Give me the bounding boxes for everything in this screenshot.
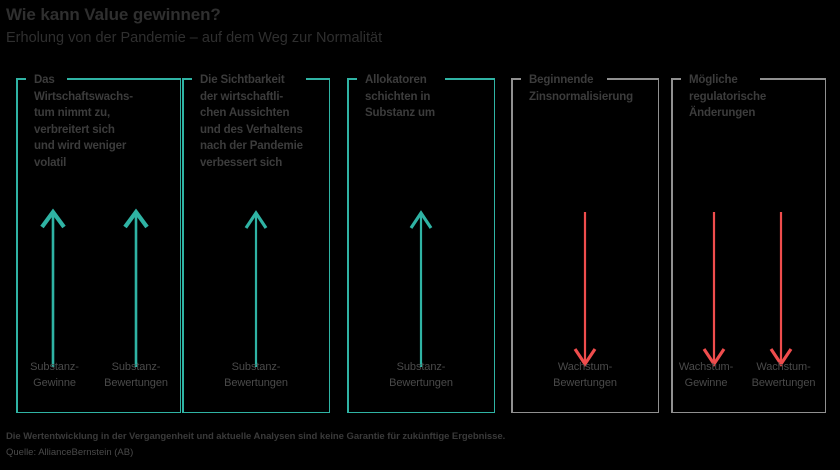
panel-frame-right — [179, 78, 181, 413]
panel-label: Substanz- Bewertungen — [224, 361, 288, 389]
panel-frame-top-stub — [347, 78, 357, 80]
panel-label: Wachstum- Gewinne — [678, 361, 734, 389]
panel-frame-top-rest — [306, 78, 330, 80]
panel-regulatorisch: Mögliche regulatorische Änderungen Wachs… — [671, 72, 826, 413]
panel-frame-bottom — [511, 411, 659, 413]
panel-label: Wachstum- Bewertungen — [553, 361, 617, 389]
panel-labels: Substanz- Gewinne Substanz- Bewertungen — [16, 360, 181, 391]
panel-frame-top-stub — [511, 78, 521, 80]
panel-frame-top-rest — [607, 78, 659, 80]
source-text: Quelle: AllianceBernstein (AB) — [6, 447, 134, 458]
panel-heading-first-word: Das — [34, 74, 59, 86]
panel-heading-body: regulatorische Änderungen — [689, 90, 767, 120]
panel-heading: Beginnende Zinsnormalisierung — [529, 72, 651, 105]
arrow-down-red-1 — [699, 212, 729, 367]
panel-heading-body: der wirtschaftli- chen Aussichten und de… — [200, 90, 303, 169]
panel-label: Wachstum- Bewertungen — [751, 361, 816, 389]
arrow-up-teal-1 — [406, 210, 436, 367]
panel-labels: Wachstum- Gewinne Wachstum- Bewertungen — [671, 360, 826, 391]
panel-row: Das Wirtschaftswachs- tum nimmt zu, verb… — [0, 72, 840, 413]
panel-frame-top-rest — [67, 78, 181, 80]
panel-heading: Mögliche regulatorische Änderungen — [689, 72, 818, 122]
panel-frame-top-stub — [16, 78, 26, 80]
arrow-up-teal-1 — [38, 208, 68, 367]
panel-wirtschaftswachstum: Das Wirtschaftswachs- tum nimmt zu, verb… — [16, 72, 181, 413]
panel-heading: Die Sichtbarkeit der wirtschaftli- chen … — [200, 72, 322, 171]
page-subtitle: Erholung von der Pandemie – auf dem Weg … — [6, 30, 383, 46]
disclaimer-text: Die Wertentwicklung in der Vergangenheit… — [6, 431, 506, 442]
panel-labels: Substanz- Bewertungen — [347, 360, 495, 391]
panel-frame-left — [182, 78, 184, 413]
panel-frame-left — [16, 78, 18, 413]
panel-frame-right — [328, 78, 330, 413]
panel-frame-top-stub — [182, 78, 192, 80]
panel-heading-body: Wirtschaftswachs- tum nimmt zu, verbreit… — [34, 90, 133, 169]
panel-frame-bottom — [347, 411, 495, 413]
panel-zinsnormalisierung: Beginnende Zinsnormalisierung Wachstum- … — [511, 72, 659, 413]
panel-frame-bottom — [16, 411, 181, 413]
panel-frame-top-rest — [445, 78, 495, 80]
panel-frame-bottom — [671, 411, 826, 413]
panel-heading: Das Wirtschaftswachs- tum nimmt zu, verb… — [34, 72, 173, 171]
panel-frame-right — [824, 78, 826, 413]
panel-heading: Allokatoren schichten in Substanz um — [365, 72, 487, 122]
panel-heading-first-word: Mögliche — [689, 74, 742, 86]
panel-frame-top-stub — [671, 78, 681, 80]
panel-labels: Wachstum- Bewertungen — [511, 360, 659, 391]
panel-frame-left — [347, 78, 349, 413]
page-title: Wie kann Value gewinnen? — [6, 5, 221, 24]
panel-frame-left — [671, 78, 673, 413]
panel-heading-body: schichten in Substanz um — [365, 90, 435, 120]
panel-frame-left — [511, 78, 513, 413]
panel-heading-first-word: Beginnende — [529, 74, 598, 86]
panel-frame-right — [657, 78, 659, 413]
panel-heading-first-word: Die Sichtbarkeit — [200, 74, 289, 86]
panel-label: Substanz- Bewertungen — [104, 361, 168, 389]
panel-label: Substanz- Gewinne — [30, 361, 79, 389]
arrow-down-red-1 — [570, 212, 600, 367]
panel-frame-top-rest — [760, 78, 826, 80]
panel-allokatoren: Allokatoren schichten in Substanz um Sub… — [347, 72, 495, 413]
panel-labels: Substanz- Bewertungen — [182, 360, 330, 391]
panel-frame-bottom — [182, 411, 330, 413]
panel-frame-right — [493, 78, 495, 413]
panel-label: Substanz- Bewertungen — [389, 361, 453, 389]
arrow-down-red-2 — [766, 212, 796, 367]
arrow-up-teal-2 — [121, 208, 151, 367]
panel-heading-body: Zinsnormalisierung — [529, 90, 634, 103]
arrow-up-teal-1 — [241, 210, 271, 367]
panel-heading-first-word: Allokatoren — [365, 74, 431, 86]
chart-footer: Die Wertentwicklung in der Vergangenheit… — [6, 430, 834, 460]
panel-sichtbarkeit: Die Sichtbarkeit der wirtschaftli- chen … — [182, 72, 330, 413]
chart-header: Wie kann Value gewinnen? Erholung von de… — [6, 4, 806, 48]
